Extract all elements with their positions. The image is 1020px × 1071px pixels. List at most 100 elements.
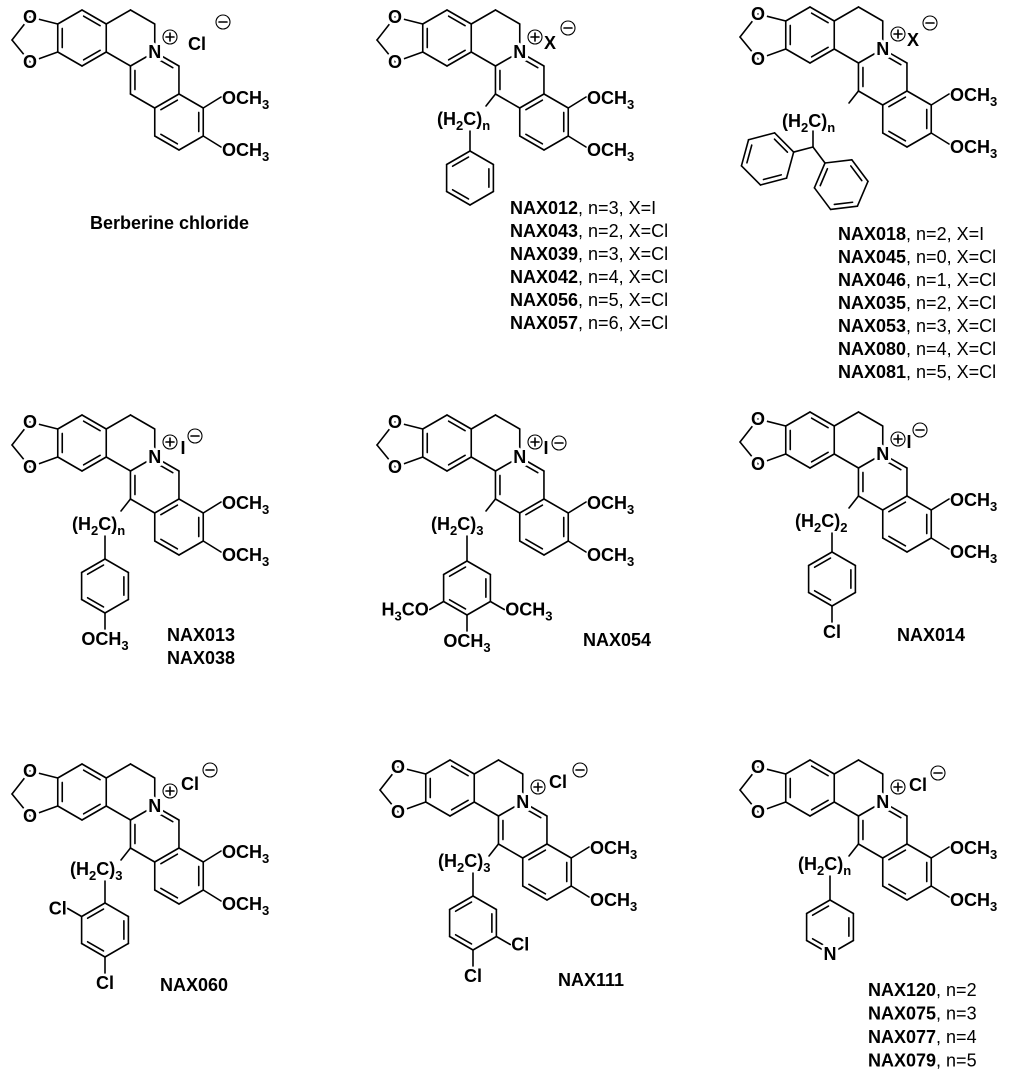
- ring-bond: [469, 190, 495, 206]
- ring-bond: [56, 456, 83, 472]
- ring-bond: [813, 187, 832, 211]
- bond: [497, 759, 524, 775]
- compound-detail: , n=5: [936, 1051, 977, 1071]
- double-bond-line: [811, 937, 830, 949]
- ring-bond: [829, 205, 859, 211]
- double-bond-line: [160, 887, 179, 899]
- bond: [376, 421, 396, 446]
- ring-bond: [446, 51, 473, 67]
- ring-bond: [521, 885, 548, 901]
- methoxy-label: OCH3: [950, 137, 997, 161]
- bond: [470, 9, 497, 25]
- ring-bond: [178, 889, 205, 905]
- compound-detail: , n=4, X=Cl: [906, 339, 996, 359]
- counterion-label: Cl: [549, 772, 567, 792]
- counterion-label: I: [543, 438, 548, 458]
- bond: [394, 16, 424, 25]
- double-bond-line: [525, 99, 544, 111]
- ring-bond: [856, 180, 869, 207]
- compound-detail: , n=2, X=Cl: [578, 221, 668, 241]
- double-bond-line: [82, 769, 101, 781]
- compound-name: NAX075: [868, 1004, 936, 1024]
- ring-bond: [881, 453, 908, 469]
- compound-detail: , n=0, X=Cl: [906, 247, 996, 267]
- bond: [739, 766, 759, 791]
- double-bond-line: [525, 538, 544, 550]
- ring-bond: [472, 935, 498, 951]
- bond: [105, 9, 132, 25]
- compound-name: NAX012: [510, 198, 578, 218]
- ring-bond: [881, 537, 908, 553]
- bond: [833, 453, 860, 469]
- methoxy-label: OCH3: [950, 85, 997, 109]
- double-bond-line: [811, 905, 830, 917]
- bond: [757, 801, 787, 813]
- ring-bond: [129, 498, 156, 514]
- ring-bond: [906, 132, 933, 148]
- compound-caption: NAX077, n=4: [868, 1027, 977, 1047]
- ring-bond: [857, 495, 884, 511]
- ring-substituent-label: Cl: [464, 966, 482, 986]
- bond: [11, 444, 31, 468]
- ring-bond: [857, 90, 884, 106]
- bond: [202, 850, 222, 863]
- ring-bond: [881, 801, 908, 817]
- ring-bond: [807, 591, 833, 607]
- ring-bond: [881, 885, 908, 901]
- bond: [394, 51, 424, 63]
- bond: [105, 763, 132, 779]
- compound-detail: , n=2, X=Cl: [906, 293, 996, 313]
- compound-caption: NAX060: [160, 975, 228, 995]
- ring-bond: [153, 805, 180, 821]
- ring-bond: [104, 902, 130, 918]
- oxygen-atom-label: O: [388, 412, 402, 432]
- double-bond-line: [849, 165, 863, 182]
- compound-name: NAX057: [510, 313, 578, 333]
- bond: [105, 414, 132, 430]
- bond: [202, 540, 222, 553]
- double-bond-line: [447, 15, 466, 27]
- bond: [833, 411, 860, 427]
- ring-bond: [469, 150, 495, 166]
- double-bond-line: [450, 765, 469, 777]
- bond: [129, 763, 156, 779]
- bond: [129, 805, 156, 821]
- bond: [570, 846, 590, 859]
- compound-detail: , n=3, X=I: [578, 198, 656, 218]
- counterion-label: I: [180, 438, 185, 458]
- ring-substituent-label: Cl: [823, 622, 841, 642]
- nitrogen-atom-label: N: [513, 447, 526, 467]
- ring-bond: [784, 48, 811, 64]
- compound-name: NAX018: [838, 224, 906, 244]
- methylene-chain-label: (H2C)n: [437, 109, 490, 133]
- compound-name: NAX014: [897, 625, 965, 645]
- ring-bond: [906, 843, 933, 859]
- bond: [833, 6, 860, 22]
- compound-detail: , n=6, X=Cl: [578, 313, 668, 333]
- double-bond-line: [86, 564, 105, 576]
- methoxy-label: OCH3: [222, 140, 269, 164]
- methoxy-label: OCH3: [222, 894, 269, 918]
- bond: [567, 96, 587, 109]
- bond: [379, 766, 399, 791]
- double-bond-line: [155, 462, 174, 474]
- ring-bond: [80, 558, 106, 574]
- methylene-chain-label: (H2C)3: [431, 514, 483, 538]
- double-bond-line: [523, 807, 542, 819]
- ring-bond: [153, 51, 180, 67]
- ring-bond: [824, 158, 853, 164]
- ring-bond: [178, 498, 205, 514]
- ring-bond: [494, 498, 521, 514]
- ring-bond: [129, 847, 156, 863]
- ring-bond: [56, 805, 83, 821]
- bond: [494, 9, 521, 25]
- ring-bond: [445, 190, 471, 206]
- compound-detail: , n=4: [936, 1027, 977, 1047]
- bond: [567, 135, 587, 148]
- bond: [857, 453, 884, 469]
- ring-bond: [518, 498, 545, 514]
- oxygen-atom-label: O: [391, 757, 405, 777]
- ring-bond: [521, 843, 548, 859]
